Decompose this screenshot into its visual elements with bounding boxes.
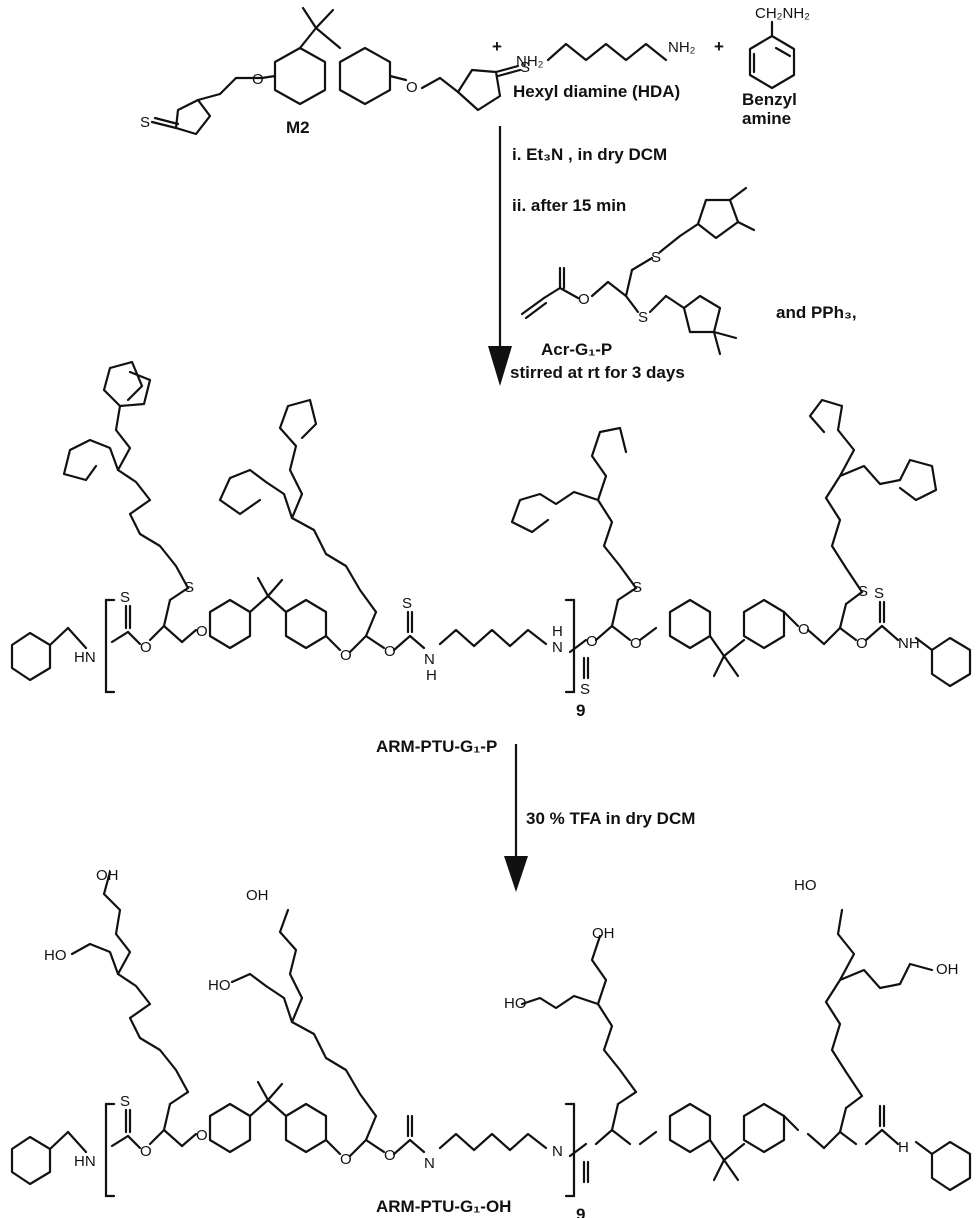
m2-atom-s-left: S: [140, 114, 150, 131]
p2-atom-o-1: O: [140, 1143, 152, 1160]
m2-atom-o-left: O: [252, 71, 264, 88]
p1-atom-h-right: H: [552, 623, 563, 640]
benzylamine-ch2nh2: CH₂NH₂: [755, 5, 810, 22]
acr-atom-s-upper: S: [651, 249, 661, 266]
product-2-backbone: [10, 1080, 972, 1198]
p2-atom-o-3: O: [340, 1151, 352, 1168]
hda-label: Hexyl diamine (HDA): [513, 82, 680, 101]
p1-atom-o-7: O: [798, 621, 810, 638]
p1-atom-n-right: N: [552, 639, 563, 656]
p1-atom-o-5: O: [586, 633, 598, 650]
benzylamine-label-line1: Benzyl: [742, 90, 797, 109]
p1-atom-s-thiocarbonyl-end: S: [874, 585, 884, 602]
p1-atom-o-4: O: [384, 643, 396, 660]
p2-atom-n-right: N: [552, 1143, 563, 1160]
p2-atom-ho-1: HO: [44, 947, 67, 964]
hda-nh2-left: NH₂: [516, 53, 544, 70]
m2-atom-o-right: O: [406, 79, 418, 96]
benzylamine-label-line2: amine: [742, 109, 791, 128]
p1-atom-o-6: O: [630, 635, 642, 652]
product-1-label: ARM-PTU-G₁-P: [376, 737, 497, 756]
product-2-label: ARM-PTU-G₁-OH: [376, 1197, 511, 1216]
acr-atom-s-lower: S: [638, 309, 648, 326]
p1-atom-s-3: S: [858, 583, 868, 600]
step1-condition-1: i. Et₃N , in dry DCM: [512, 145, 667, 164]
product-1-dendrons: [62, 360, 938, 614]
p1-atom-n-mid: N: [424, 651, 435, 668]
benzylamine-molecule: [748, 20, 796, 90]
p1-atom-nh-right: NH: [898, 635, 920, 652]
p1-atom-s-2: S: [632, 579, 642, 596]
p2-atom-oh-3: OH: [592, 925, 615, 942]
p1-repeat-count: 9: [576, 701, 585, 720]
p1-atom-o-8: O: [856, 635, 868, 652]
p2-atom-o-2: O: [196, 1127, 208, 1144]
reaction-arrow-1-head: [488, 346, 512, 386]
m2-label: M2: [286, 118, 310, 137]
p2-atom-oh-1: OH: [96, 867, 119, 884]
reaction-arrow-2-head: [504, 856, 528, 892]
p2-atom-nh-right: H: [898, 1139, 909, 1156]
p2-atom-o-4: O: [384, 1147, 396, 1164]
p1-atom-s-thiocarbonyl-right: S: [580, 681, 590, 698]
p2-atom-oh-2: OH: [246, 887, 269, 904]
p1-atom-o-3: O: [340, 647, 352, 664]
step1-stir-note: stirred at rt for 3 days: [510, 363, 685, 382]
hda-nh2-right: NH₂: [668, 39, 696, 56]
p1-atom-s-1: S: [184, 579, 194, 596]
m2-atom-s-right: S: [520, 59, 530, 76]
p1-atom-o-2: O: [196, 623, 208, 640]
plus-sign-1: +: [492, 37, 502, 56]
p2-atom-s-thiocarbonyl-left: S: [120, 1093, 130, 1110]
p2-atom-oh-4: OH: [936, 961, 959, 978]
p1-atom-h-mid: H: [426, 667, 437, 684]
p2-atom-ho-4: HO: [794, 877, 817, 894]
p1-atom-s-thiocarbonyl-mid: S: [402, 595, 412, 612]
p1-atom-s-thiocarbonyl-left: S: [120, 589, 130, 606]
acr-g1-p-label: Acr-G₁-P: [541, 340, 612, 359]
p2-atom-ho-2: HO: [208, 977, 231, 994]
acr-atom-o-ester: O: [578, 291, 590, 308]
acr-g1-p-molecule: [520, 186, 756, 356]
plus-sign-2: +: [714, 37, 724, 56]
p2-atom-ho-3: HO: [504, 995, 527, 1012]
step1-condition-2: ii. after 15 min: [512, 196, 626, 215]
hda-molecule: [546, 42, 668, 62]
step1-reagent-extra: and PPh₃,: [776, 303, 857, 322]
p2-atom-hn-left: HN: [74, 1153, 96, 1170]
m2-molecule: [150, 6, 522, 136]
p1-atom-o-1: O: [140, 639, 152, 656]
product-2-dendrons: [70, 870, 934, 1118]
p2-atom-n-mid: N: [424, 1155, 435, 1172]
step2-condition: 30 % TFA in dry DCM: [526, 809, 695, 828]
p1-atom-hn-left: HN: [74, 649, 96, 666]
product-1-backbone: [10, 576, 972, 694]
p2-repeat-count: 9: [576, 1205, 585, 1218]
